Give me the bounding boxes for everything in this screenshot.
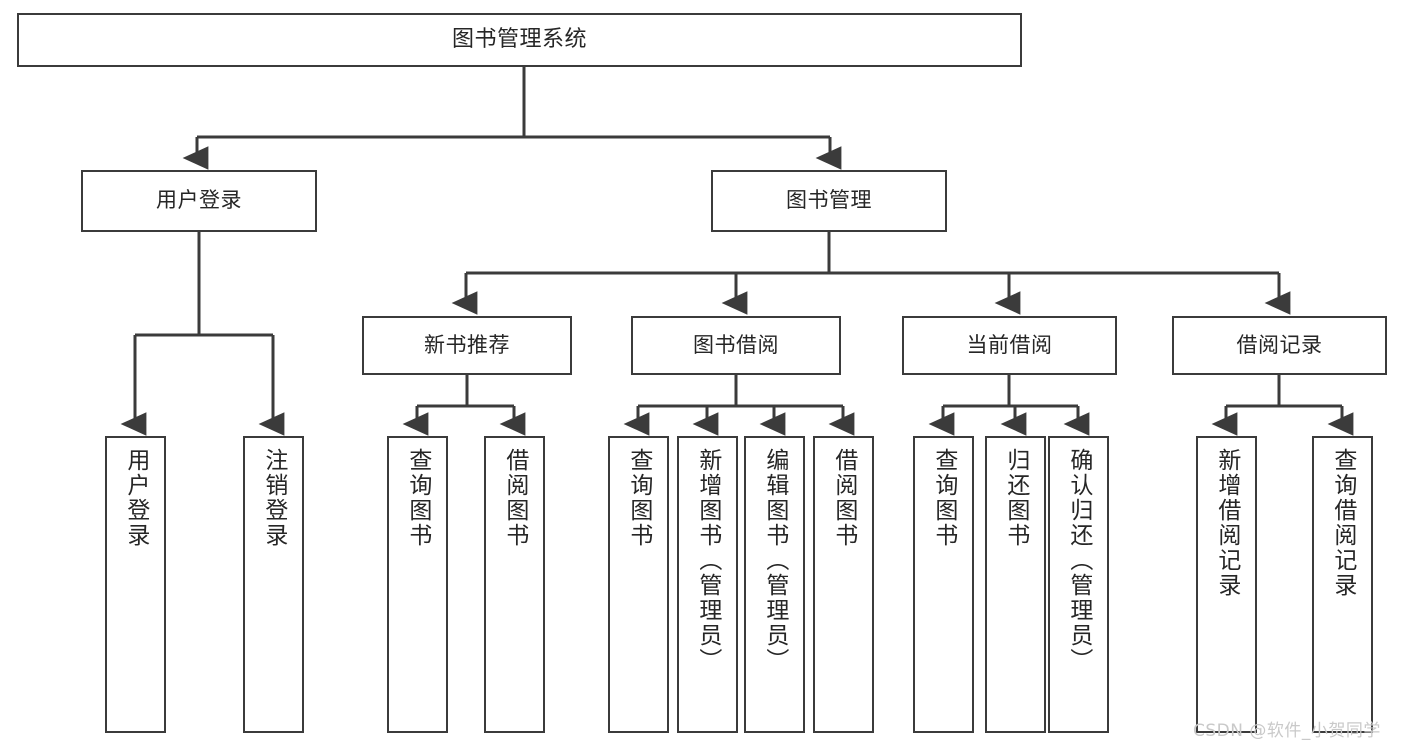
node-label: 图书借阅 [693, 332, 779, 357]
leaf-add-borrow-record[interactable]: 新增借阅记录 [1196, 436, 1257, 733]
node-label: 借阅记录 [1236, 332, 1323, 357]
node-label: 注销登录 [260, 448, 287, 548]
node-current-borrow[interactable]: 当前借阅 [902, 316, 1117, 375]
node-label: 确认归还（管理员） [1065, 448, 1092, 673]
leaf-return-book[interactable]: 归还图书 [985, 436, 1046, 733]
leaf-user-login[interactable]: 用户登录 [105, 436, 166, 733]
node-borrow-record[interactable]: 借阅记录 [1172, 316, 1387, 375]
leaf-add-book[interactable]: 新增图书（管理员） [677, 436, 738, 733]
node-user-login[interactable]: 用户登录 [81, 170, 317, 232]
leaf-confirm-return[interactable]: 确认归还（管理员） [1048, 436, 1109, 733]
node-label: 当前借阅 [966, 332, 1053, 357]
leaf-query-book-current[interactable]: 查询图书 [913, 436, 974, 733]
node-label: 查询图书 [404, 448, 431, 548]
node-label: 查询图书 [930, 448, 957, 548]
node-label: 新增借阅记录 [1213, 448, 1240, 598]
node-book-manage[interactable]: 图书管理 [711, 170, 947, 232]
csdn-watermark: CSDN @软件_小贺同学 [1193, 721, 1381, 741]
node-label: 归还图书 [1002, 448, 1029, 548]
node-label: 借阅图书 [501, 448, 528, 548]
node-label: 用户登录 [156, 188, 242, 213]
leaf-borrow-book-recommend[interactable]: 借阅图书 [484, 436, 545, 733]
node-label: 借阅图书 [830, 448, 857, 548]
node-label: 查询图书 [625, 448, 652, 548]
leaf-user-logout[interactable]: 注销登录 [243, 436, 304, 733]
node-root-system[interactable]: 图书管理系统 [17, 13, 1022, 67]
leaf-query-borrow-record[interactable]: 查询借阅记录 [1312, 436, 1373, 733]
node-new-book-recommend[interactable]: 新书推荐 [362, 316, 572, 375]
node-label: 新书推荐 [424, 332, 510, 357]
node-label: 查询借阅记录 [1329, 448, 1356, 598]
leaf-query-book-recommend[interactable]: 查询图书 [387, 436, 448, 733]
node-label: 新增图书（管理员） [694, 448, 721, 673]
leaf-edit-book[interactable]: 编辑图书（管理员） [744, 436, 805, 733]
node-label: 用户登录 [122, 448, 149, 548]
node-label: 图书管理系统 [451, 26, 587, 52]
node-label: 编辑图书（管理员） [761, 448, 788, 673]
leaf-borrow-book[interactable]: 借阅图书 [813, 436, 874, 733]
leaf-query-book-borrow[interactable]: 查询图书 [608, 436, 669, 733]
node-book-borrow[interactable]: 图书借阅 [631, 316, 841, 375]
node-label: 图书管理 [786, 188, 872, 213]
